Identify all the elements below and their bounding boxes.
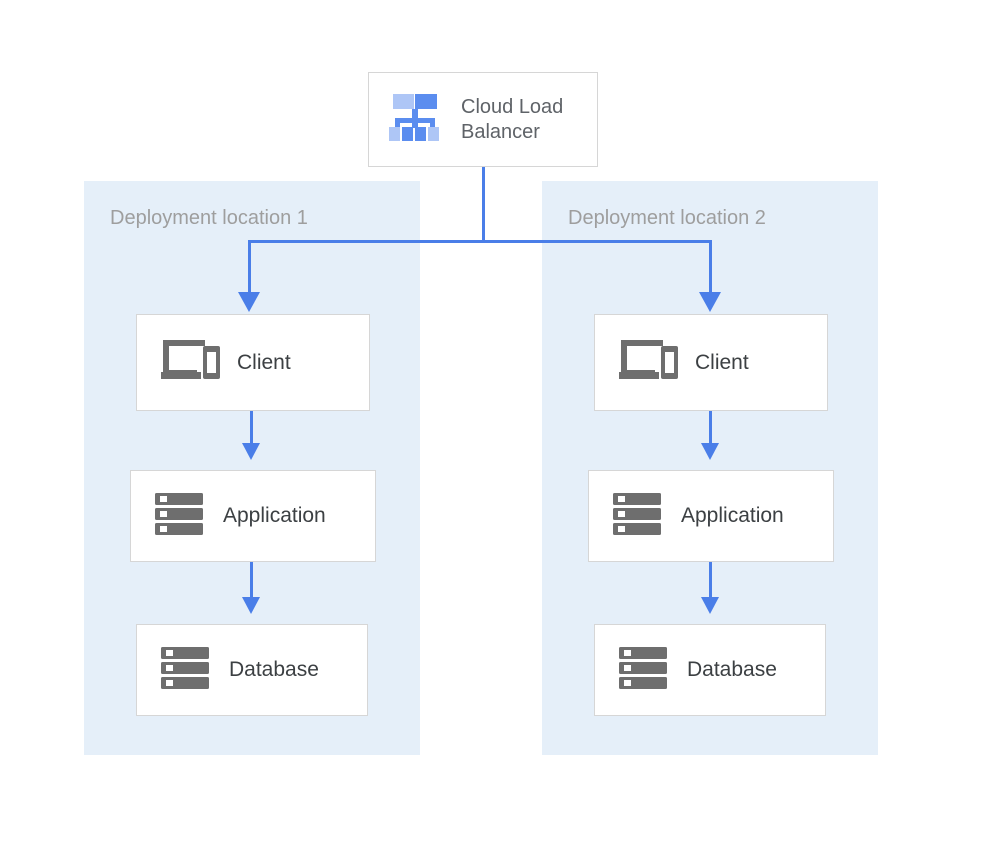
load-balancer-hierarchy-icon: [387, 89, 443, 150]
connector-client-1-to-app-1: [250, 411, 253, 447]
node-label-application-zone-2: Application: [681, 504, 784, 527]
server-stack-icon: [617, 644, 671, 697]
node-application-zone-1[interactable]: Application: [130, 470, 376, 562]
node-label-client-zone-1: Client: [237, 350, 291, 374]
devices-icon: [617, 334, 679, 391]
connector-lb-to-client-1: [248, 240, 251, 298]
server-stack-icon: [153, 490, 207, 543]
connector-app-1-to-db-1: [250, 562, 253, 600]
arrowhead-lb-to-client-1: [238, 292, 260, 312]
connector-lb-to-client-2: [709, 240, 712, 298]
arrowhead-app-2-to-db-2: [701, 597, 719, 614]
node-database-zone-2[interactable]: Database: [594, 624, 826, 716]
node-application-zone-2[interactable]: Application: [588, 470, 834, 562]
deployment-zone-2-label: Deployment location 2: [568, 207, 766, 229]
node-client-zone-2[interactable]: Client: [594, 314, 828, 411]
deployment-zone-1-label: Deployment location 1: [110, 207, 308, 229]
connector-lb-stem: [482, 167, 485, 243]
arrowhead-lb-to-client-2: [699, 292, 721, 312]
node-label-database-zone-1: Database: [229, 658, 319, 681]
arrowhead-client-2-to-app-2: [701, 443, 719, 460]
server-stack-icon: [611, 490, 665, 543]
connector-branch-bus: [248, 240, 712, 243]
arrowhead-app-1-to-db-1: [242, 597, 260, 614]
connector-client-2-to-app-2: [709, 411, 712, 447]
node-label-cloud-load-balancer: Cloud Load Balancer: [461, 95, 564, 143]
devices-icon: [159, 334, 221, 391]
node-database-zone-1[interactable]: Database: [136, 624, 368, 716]
node-cloud-load-balancer[interactable]: Cloud Load Balancer: [368, 72, 598, 167]
connector-app-2-to-db-2: [709, 562, 712, 600]
node-label-database-zone-2: Database: [687, 658, 777, 681]
node-label-application-zone-1: Application: [223, 504, 326, 527]
node-client-zone-1[interactable]: Client: [136, 314, 370, 411]
server-stack-icon: [159, 644, 213, 697]
arrowhead-client-1-to-app-1: [242, 443, 260, 460]
node-label-client-zone-2: Client: [695, 350, 749, 374]
